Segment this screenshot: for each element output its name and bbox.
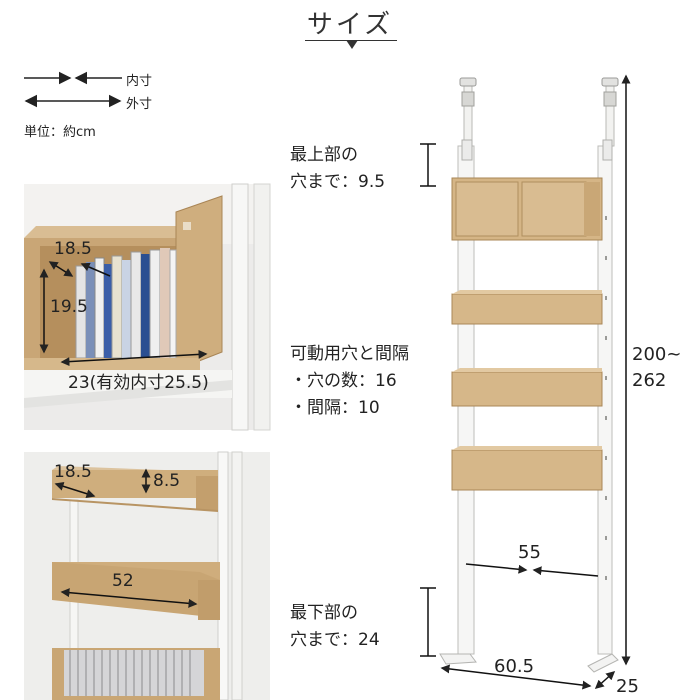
cabinet-depth-label: 18.5 bbox=[54, 239, 92, 259]
page-title: サイズ bbox=[306, 10, 394, 40]
inner-size-legend-label: 内寸 bbox=[126, 74, 153, 89]
down-triangle-icon bbox=[346, 40, 358, 49]
outer-width-label: 60.5 bbox=[494, 656, 535, 677]
shelf-depth-label: 18.5 bbox=[54, 462, 92, 482]
top-hole-note-line1: 最上部の bbox=[290, 145, 358, 165]
height-label-line1: 200~ bbox=[632, 344, 682, 365]
photo-cabinet bbox=[24, 183, 271, 431]
holes-spacing-note: ・間隔：10 bbox=[290, 398, 380, 418]
bottom-hole-note-line1: 最下部の bbox=[290, 603, 358, 623]
shelf-width-label: 52 bbox=[112, 571, 134, 591]
bottom-hole-note-line2: 穴まで：24 bbox=[290, 630, 380, 650]
unit-label: 単位：約cm bbox=[24, 125, 96, 140]
cabinet-height-label: 19.5 bbox=[50, 297, 88, 317]
shelf-height-label: 8.5 bbox=[153, 471, 181, 491]
cabinet-width-label: 23(有効内寸25.5) bbox=[68, 373, 209, 393]
outer-depth-label: 25 bbox=[616, 676, 639, 697]
dim-outer-depth bbox=[594, 671, 616, 689]
outer-size-legend-label: 外寸 bbox=[126, 97, 153, 112]
photo-shelves bbox=[24, 451, 270, 700]
rack-drawing bbox=[420, 74, 631, 690]
shelf-inner-width-label: 55 bbox=[518, 542, 541, 563]
holes-count-note: ・穴の数：16 bbox=[290, 371, 397, 391]
dim-outer-width bbox=[440, 664, 592, 690]
top-hole-note-line2: 穴まで：9.5 bbox=[290, 172, 386, 192]
holes-note-title: 可動用穴と間隔 bbox=[290, 344, 409, 364]
height-label-line2: 262 bbox=[632, 370, 667, 391]
dim-shelf-inner-right bbox=[532, 566, 599, 577]
dim-shelf-inner-left bbox=[465, 563, 528, 574]
